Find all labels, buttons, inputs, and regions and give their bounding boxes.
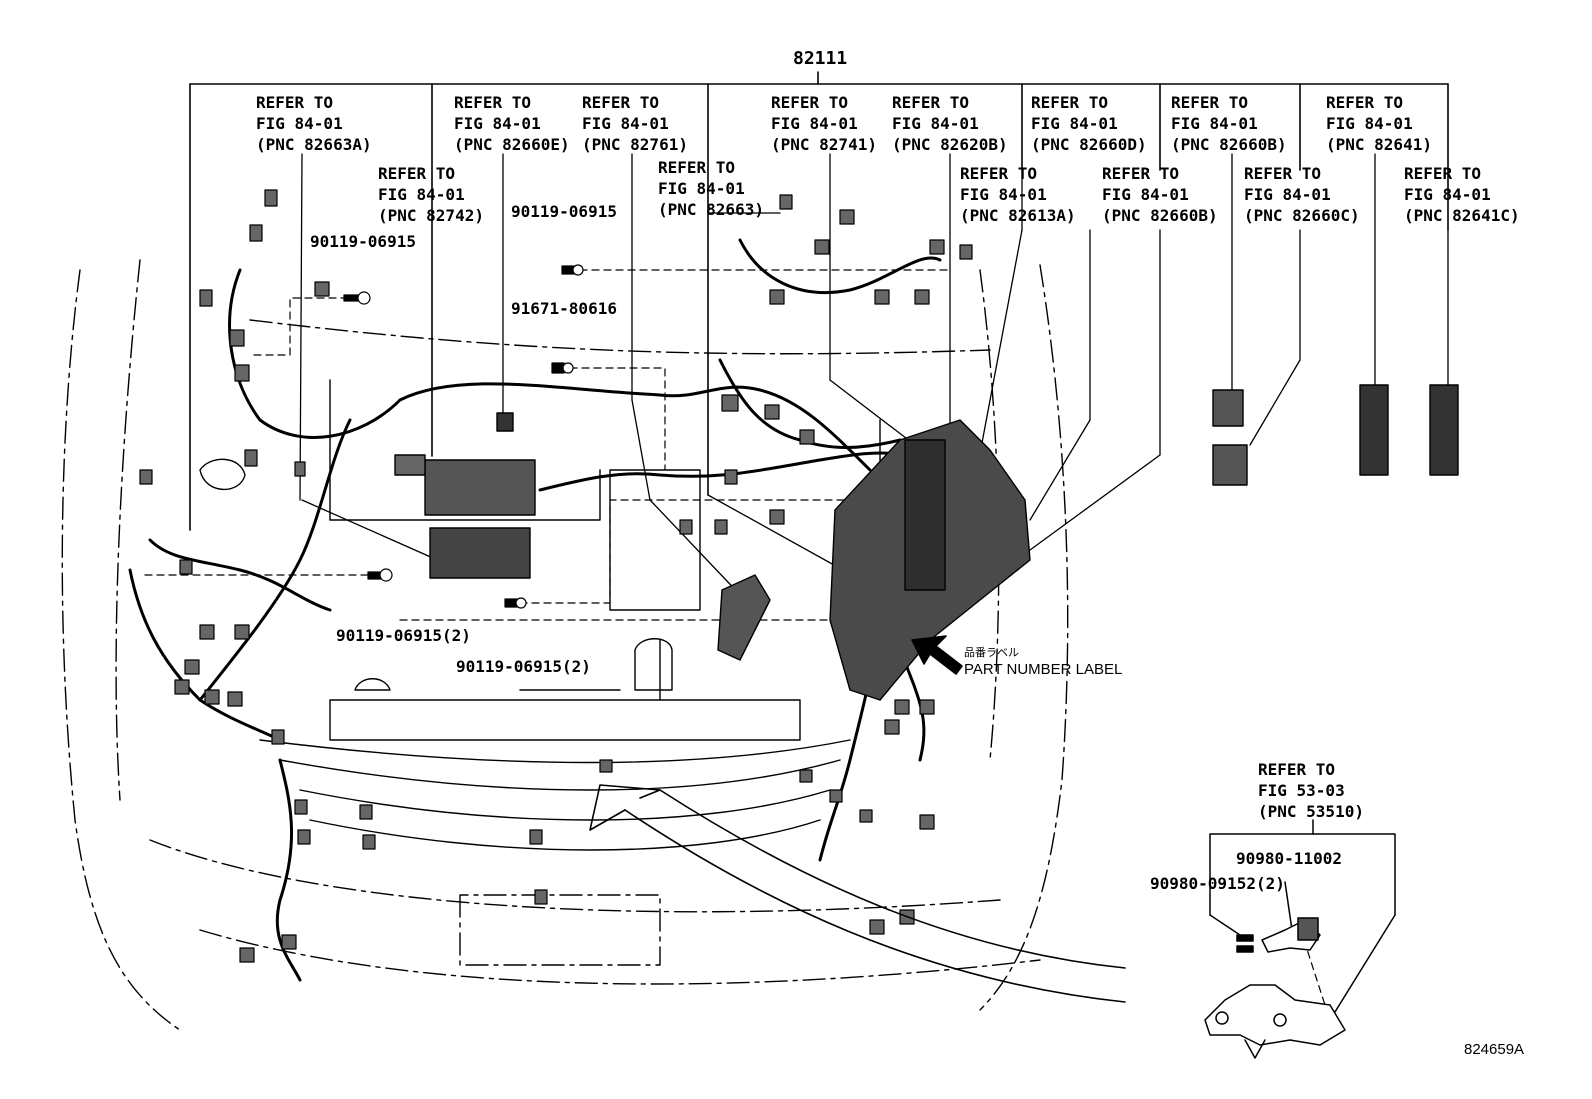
refer-line: REFER TO — [771, 93, 849, 112]
refer-callout-82663: REFER TO FIG 84-01 (PNC 82663) — [658, 157, 764, 220]
refer-line: REFER TO — [658, 158, 736, 177]
pnc-line: (PNC 82741) — [771, 135, 877, 154]
refer-callout-82620b: REFER TO FIG 84-01 (PNC 82620B) — [892, 92, 1008, 155]
fig-line: FIG 84-01 — [1102, 185, 1189, 204]
hood-lock-pointer-arrow — [589, 784, 1126, 1003]
refer-line: REFER TO — [1404, 164, 1482, 183]
fig-line: FIG 84-01 — [1031, 114, 1118, 133]
refer-callout-82660c: REFER TO FIG 84-01 (PNC 82660C) — [1244, 163, 1360, 226]
fig-line: FIG 84-01 — [582, 114, 669, 133]
part-number-bolt-left: 90119-06915 — [310, 232, 416, 251]
fig-line: FIG 84-01 — [771, 114, 858, 133]
part-number-label-japanese: 品番ラベル — [964, 647, 1019, 659]
part-number-hood-lock-grommet: 90980-09152(2) — [1150, 874, 1285, 893]
refer-line: REFER TO — [1244, 164, 1322, 183]
refer-line: REFER TO — [1326, 93, 1404, 112]
refer-callout-82761: REFER TO FIG 84-01 (PNC 82761) — [582, 92, 688, 155]
refer-callout-82613a: REFER TO FIG 84-01 (PNC 82613A) — [960, 163, 1076, 226]
refer-callout-82742: REFER TO FIG 84-01 (PNC 82742) — [378, 163, 484, 226]
part-number-hood-lock-switch: 90980-11002 — [1236, 849, 1342, 868]
refer-callout-82663a: REFER TO FIG 84-01 (PNC 82663A) — [256, 92, 372, 155]
pnc-line: (PNC 82663A) — [256, 135, 372, 154]
part-number-bolt-lower-left: 90119-06915(2) — [336, 626, 471, 645]
pnc-line: (PNC 82641C) — [1404, 206, 1520, 225]
pnc-line: (PNC 82660B) — [1171, 135, 1287, 154]
label-pointer-arrow — [911, 635, 963, 675]
part-number-clip: 91671-80616 — [511, 299, 617, 318]
refer-callout-82660b-second: REFER TO FIG 84-01 (PNC 82660B) — [1102, 163, 1218, 226]
hood-lock-inset — [1204, 819, 1396, 1059]
pnc-line: (PNC 82663) — [658, 200, 764, 219]
pnc-line: (PNC 82620B) — [892, 135, 1008, 154]
fig-line: FIG 84-01 — [1326, 114, 1413, 133]
pnc-line: (PNC 82641) — [1326, 135, 1432, 154]
refer-callout-82641c: REFER TO FIG 84-01 (PNC 82641C) — [1404, 163, 1520, 226]
refer-line: REFER TO — [454, 93, 532, 112]
refer-callout-82741: REFER TO FIG 84-01 (PNC 82741) — [771, 92, 877, 155]
fig-line: FIG 84-01 — [1171, 114, 1258, 133]
refer-callout-82660b-top: REFER TO FIG 84-01 (PNC 82660B) — [1171, 92, 1287, 155]
pnc-line: (PNC 82660D) — [1031, 135, 1147, 154]
refer-line: REFER TO — [256, 93, 334, 112]
pnc-line: (PNC 53510) — [1258, 802, 1364, 821]
pnc-line: (PNC 82761) — [582, 135, 688, 154]
main-part-number: 82111 — [793, 48, 848, 69]
refer-line: REFER TO — [1102, 164, 1180, 183]
refer-callout-82660e: REFER TO FIG 84-01 (PNC 82660E) — [454, 92, 570, 155]
fig-line: FIG 84-01 — [892, 114, 979, 133]
pnc-line: (PNC 82660B) — [1102, 206, 1218, 225]
refer-callout-53510: REFER TO FIG 53-03 (PNC 53510) — [1258, 759, 1364, 822]
fig-line: FIG 84-01 — [960, 185, 1047, 204]
pnc-line: (PNC 82742) — [378, 206, 484, 225]
fig-line: FIG 53-03 — [1258, 781, 1345, 800]
refer-line: REFER TO — [892, 93, 970, 112]
refer-line: REFER TO — [960, 164, 1038, 183]
part-number-bolt-center: 90119-06915 — [511, 202, 617, 221]
bolts — [343, 264, 584, 609]
harness-wires — [128, 238, 942, 982]
vehicle-body-outline — [61, 259, 1069, 1031]
fig-line: FIG 84-01 — [658, 179, 745, 198]
pnc-line: (PNC 82613A) — [960, 206, 1076, 225]
fig-line: FIG 84-01 — [1244, 185, 1331, 204]
pnc-line: (PNC 82660C) — [1244, 206, 1360, 225]
connectors — [139, 189, 973, 963]
pnc-line: (PNC 82660E) — [454, 135, 570, 154]
refer-line: REFER TO — [1031, 93, 1109, 112]
part-number-bolt-lower-center: 90119-06915(2) — [456, 657, 591, 676]
engine-bay-features — [199, 379, 881, 851]
refer-line: REFER TO — [378, 164, 456, 183]
components — [394, 384, 1459, 701]
fig-line: FIG 84-01 — [256, 114, 343, 133]
fig-line: FIG 84-01 — [1404, 185, 1491, 204]
refer-callout-82641: REFER TO FIG 84-01 (PNC 82641) — [1326, 92, 1432, 155]
refer-line: REFER TO — [1258, 760, 1336, 779]
fig-line: FIG 84-01 — [378, 185, 465, 204]
part-number-label-english: PART NUMBER LABEL — [964, 661, 1123, 678]
fig-line: FIG 84-01 — [454, 114, 541, 133]
main-bracket — [189, 71, 1449, 531]
refer-line: REFER TO — [582, 93, 660, 112]
refer-callout-82660d: REFER TO FIG 84-01 (PNC 82660D) — [1031, 92, 1147, 155]
figure-id: 824659A — [1464, 1041, 1525, 1058]
refer-line: REFER TO — [1171, 93, 1249, 112]
